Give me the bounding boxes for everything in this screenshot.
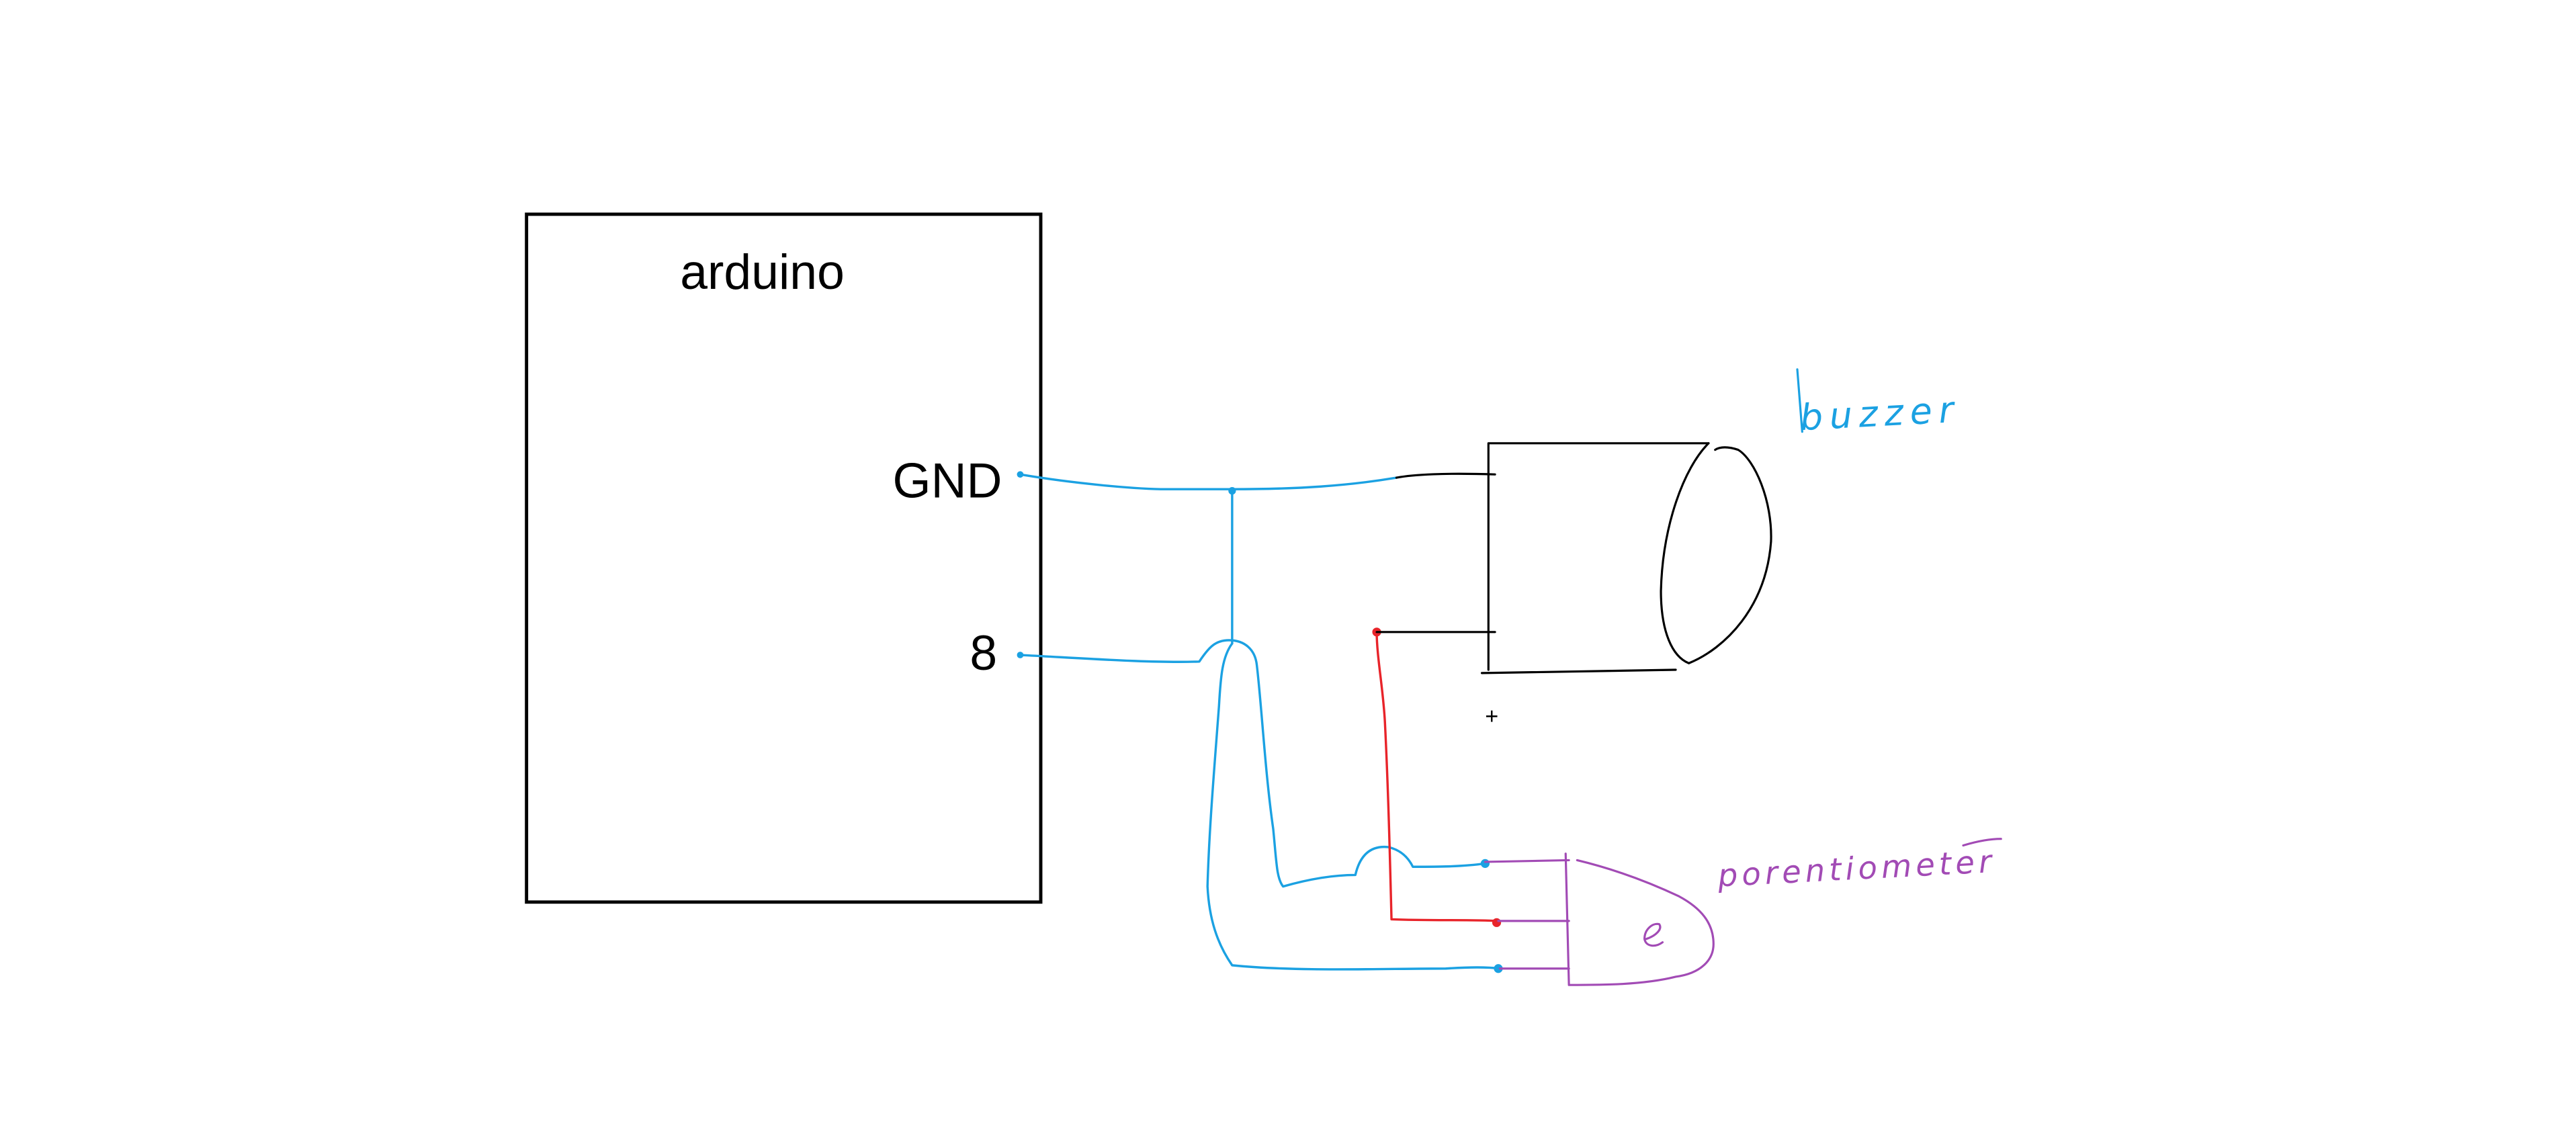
- pot-label-underline: [1962, 838, 2002, 847]
- buzzer-top-lead: [1395, 472, 1496, 479]
- pot-wiper-symbol: [1643, 922, 1664, 947]
- pin-gnd-label: GND: [893, 453, 1002, 508]
- buzzer-polarity-mark: +: [1485, 704, 1498, 730]
- pin-8-label: 8: [970, 625, 997, 681]
- potentiometer: [1484, 853, 1715, 986]
- pin-8-wire: [1019, 639, 1487, 888]
- arduino-outline: [525, 212, 1043, 904]
- pot-top-lead: [1484, 859, 1570, 863]
- red-wire: [1375, 631, 1500, 922]
- arduino-board: arduino GND 8: [525, 212, 1043, 904]
- buzzer-dome: [1660, 442, 1772, 664]
- buzzer: +: [1375, 442, 1772, 730]
- buzzer-label-stroke: [1796, 368, 1803, 433]
- buzzer-label: buzzer: [1799, 388, 1961, 439]
- pot-body: [1564, 853, 1715, 986]
- gnd-junction-dot: [1228, 487, 1236, 495]
- blue-wires: [1019, 473, 1503, 973]
- buzzer-body: [1480, 442, 1710, 674]
- gnd-wire: [1019, 473, 1398, 490]
- gnd-to-pot-wire: [1206, 642, 1502, 971]
- arduino-title: arduino: [680, 245, 845, 300]
- potentiometer-label: porentiometer: [1716, 843, 1996, 894]
